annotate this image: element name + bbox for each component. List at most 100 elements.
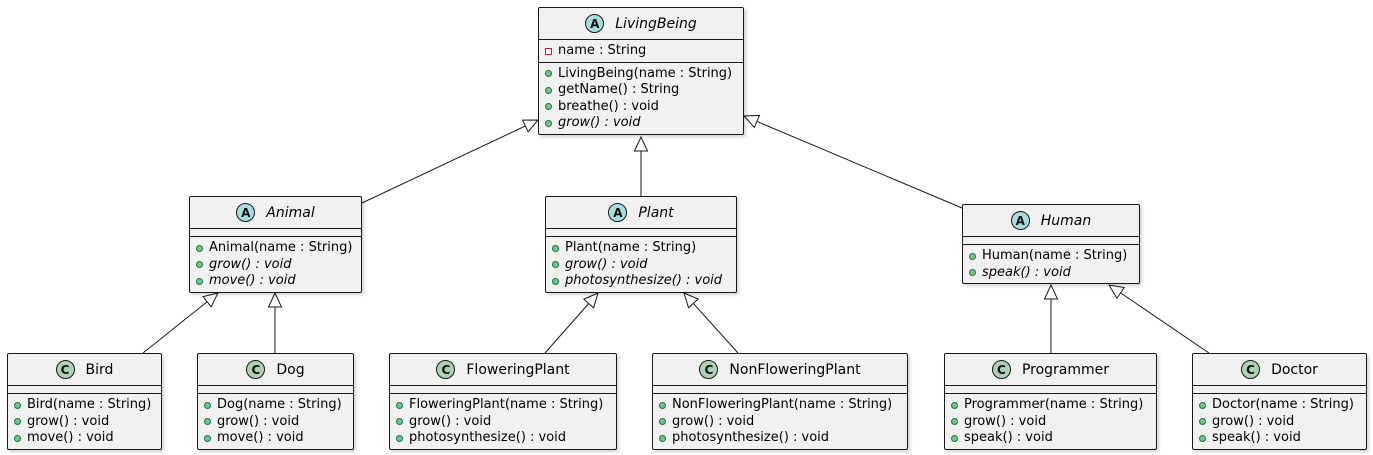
public-visibility-icon bbox=[951, 434, 958, 442]
methods-section: Human(name : String)speak() : void bbox=[963, 245, 1139, 283]
class-header: C NonFloweringPlant bbox=[653, 354, 907, 386]
edge-line bbox=[756, 120, 963, 209]
method-text: breathe() : void bbox=[558, 98, 659, 114]
fields-section bbox=[190, 229, 361, 237]
class-badge-icon: C bbox=[55, 360, 75, 379]
method-row: grow() : void bbox=[8, 414, 161, 431]
method-text: grow() : void bbox=[27, 413, 110, 429]
method-row: LivingBeing(name : String) bbox=[539, 66, 743, 83]
class-header: C Programmer bbox=[945, 354, 1156, 386]
public-visibility-icon bbox=[204, 418, 211, 426]
method-text: grow() : void bbox=[209, 256, 292, 272]
method-row: speak() : void bbox=[945, 430, 1156, 447]
class-badge-icon: C bbox=[991, 360, 1011, 379]
method-text: speak() : void bbox=[1212, 430, 1301, 445]
method-text: grow() : void bbox=[409, 413, 492, 429]
public-visibility-icon bbox=[1199, 418, 1206, 426]
inheritance-arrowhead-icon bbox=[1043, 283, 1059, 300]
method-row: getName() : String bbox=[539, 82, 743, 99]
method-row: photosynthesize() : void bbox=[546, 273, 736, 290]
method-text: NonFloweringPlant(name : String) bbox=[672, 397, 893, 412]
method-text: FloweringPlant(name : String) bbox=[409, 397, 604, 412]
public-visibility-icon bbox=[545, 119, 552, 127]
method-text: grow() : void bbox=[672, 413, 755, 429]
public-visibility-icon bbox=[196, 261, 203, 269]
abstract-class-badge-icon: A bbox=[236, 203, 256, 222]
method-row: photosynthesize() : void bbox=[653, 430, 907, 447]
method-row: Plant(name : String) bbox=[546, 240, 736, 257]
methods-section: FloweringPlant(name : String)grow() : vo… bbox=[390, 394, 616, 449]
method-text: move() : void bbox=[217, 430, 304, 445]
abstract-class-badge-icon: A bbox=[608, 203, 628, 222]
public-visibility-icon bbox=[659, 434, 666, 442]
public-visibility-icon bbox=[14, 434, 21, 442]
class-badge-icon: C bbox=[699, 360, 719, 379]
method-text: move() : void bbox=[209, 273, 296, 288]
method-row: Programmer(name : String) bbox=[945, 397, 1156, 414]
method-row: speak() : void bbox=[1193, 430, 1366, 447]
class-name: Dog bbox=[276, 361, 305, 378]
class-name: FloweringPlant bbox=[466, 361, 570, 378]
field-row: name : String bbox=[539, 43, 743, 60]
class-name: Animal bbox=[266, 204, 315, 221]
class-header: A Plant bbox=[546, 197, 736, 229]
method-text: grow() : void bbox=[558, 115, 641, 130]
public-visibility-icon bbox=[196, 244, 203, 252]
public-visibility-icon bbox=[14, 401, 21, 409]
public-visibility-icon bbox=[204, 434, 211, 442]
inheritance-edge-nonfloweringplant-to-plant bbox=[683, 292, 739, 354]
method-row: grow() : void bbox=[390, 414, 616, 431]
class-header: A Animal bbox=[190, 197, 361, 229]
method-row: grow() : void bbox=[190, 257, 361, 274]
class-name: LivingBeing bbox=[615, 15, 697, 32]
inheritance-edge-floweringplant-to-plant bbox=[544, 292, 599, 354]
field-text: name : String bbox=[558, 43, 647, 58]
public-visibility-icon bbox=[969, 269, 976, 277]
class-name: Plant bbox=[638, 204, 674, 221]
method-text: grow() : void bbox=[964, 413, 1047, 429]
method-text: Animal(name : String) bbox=[209, 240, 353, 255]
method-row: Animal(name : String) bbox=[190, 240, 361, 257]
public-visibility-icon bbox=[552, 277, 559, 285]
method-row: Dog(name : String) bbox=[198, 397, 353, 414]
public-visibility-icon bbox=[552, 261, 559, 269]
fields-section bbox=[546, 229, 736, 237]
class-name: NonFloweringPlant bbox=[729, 361, 861, 378]
class-badge-icon: C bbox=[246, 360, 266, 379]
public-visibility-icon bbox=[1199, 434, 1206, 442]
public-visibility-icon bbox=[659, 418, 666, 426]
method-text: Doctor(name : String) bbox=[1212, 397, 1354, 412]
method-row: grow() : void bbox=[653, 414, 907, 431]
inheritance-arrowhead-icon bbox=[742, 114, 761, 129]
class-name: Human bbox=[1040, 212, 1092, 229]
methods-section: LivingBeing(name : String)getName() : St… bbox=[539, 63, 743, 134]
inheritance-edge-plant-to-livingbeing bbox=[633, 135, 649, 196]
method-text: photosynthesize() : void bbox=[672, 430, 830, 445]
inheritance-arrowhead-icon bbox=[633, 135, 649, 152]
method-row: move() : void bbox=[190, 273, 361, 290]
method-text: grow() : void bbox=[217, 413, 300, 429]
abstract-class-badge-icon: A bbox=[585, 14, 605, 33]
class-badge-icon: C bbox=[436, 360, 456, 379]
inheritance-arrowhead-icon bbox=[202, 292, 219, 308]
class-name: Programmer bbox=[1021, 361, 1110, 378]
inheritance-edge-animal-to-livingbeing bbox=[361, 119, 540, 204]
method-text: Bird(name : String) bbox=[27, 397, 152, 412]
inheritance-arrowhead-icon bbox=[582, 292, 599, 309]
method-row: Human(name : String) bbox=[963, 248, 1139, 265]
edge-line bbox=[361, 125, 526, 204]
fields-section bbox=[945, 386, 1156, 394]
